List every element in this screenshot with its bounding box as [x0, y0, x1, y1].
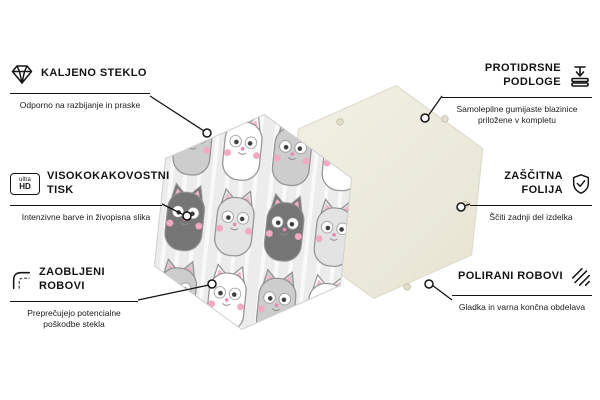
feature-header: KALJENO STEKLO [10, 62, 150, 94]
feature-header: ZAŠČITNA FOLIJA [470, 170, 592, 206]
feature-title: ZAOBLJENI ROBOVI [39, 266, 105, 292]
feature-header: ultra HD VISOKOKAKOVOSTNI TISK [10, 170, 169, 206]
feature-anti-slip-pads: PROTIDRSNE PODLOGE Samolepilne gumijaste… [442, 62, 592, 126]
feature-header: ZAOBLJENI ROBOVI [10, 266, 138, 302]
feature-protective-film: ZAŠČITNA FOLIJA Ščiti zadnji del izdelka [470, 170, 592, 223]
feature-title: PROTIDRSNE PODLOGE [484, 62, 561, 88]
callout-connectors [137, 95, 471, 301]
feature-header: PROTIDRSNE PODLOGE [442, 62, 592, 98]
ultra-hd-icon: ultra HD [10, 172, 40, 195]
feature-title: POLIRANI ROBOVI [457, 270, 563, 283]
feature-description: Ščiti zadnji del izdelka [489, 211, 573, 222]
feature-title: KALJENO STEKLO [41, 67, 147, 80]
feature-tempered-glass: KALJENO STEKLO Odporno na razbijanje in … [10, 62, 150, 111]
rounded-corner-icon [10, 269, 32, 291]
cat-pattern-hexagon-panel [153, 114, 353, 330]
press-pad-icon [568, 64, 592, 88]
feature-description: Odporno na razbijanje in praske [19, 100, 141, 110]
feature-polished-edges: POLIRANI ROBOVI Gladka in varna končna o… [452, 266, 592, 313]
shield-check-icon [570, 173, 592, 195]
feature-description: Samolepilne gumijaste blazinice priložen… [456, 103, 578, 125]
diagonal-stripes-icon [570, 266, 592, 288]
feature-description: Gladka in varna končna obdelava [458, 302, 586, 312]
feature-title: ZAŠČITNA FOLIJA [504, 170, 563, 196]
feature-description: Preprečujejo potencialne poškodbe stekla [27, 307, 121, 329]
feature-header: POLIRANI ROBOVI [452, 266, 592, 296]
feature-high-quality-print: ultra HD VISOKOKAKOVOSTNI TISK Intenzivn… [10, 170, 169, 223]
connector-dots [182, 113, 466, 289]
feature-description: Intenzivne barve in živopisna slika [21, 211, 151, 222]
feature-title: VISOKOKAKOVOSTNI TISK [47, 170, 170, 196]
diamond-icon [10, 62, 34, 86]
feature-rounded-corners: ZAOBLJENI ROBOVI Preprečujejo potencialn… [10, 266, 138, 330]
